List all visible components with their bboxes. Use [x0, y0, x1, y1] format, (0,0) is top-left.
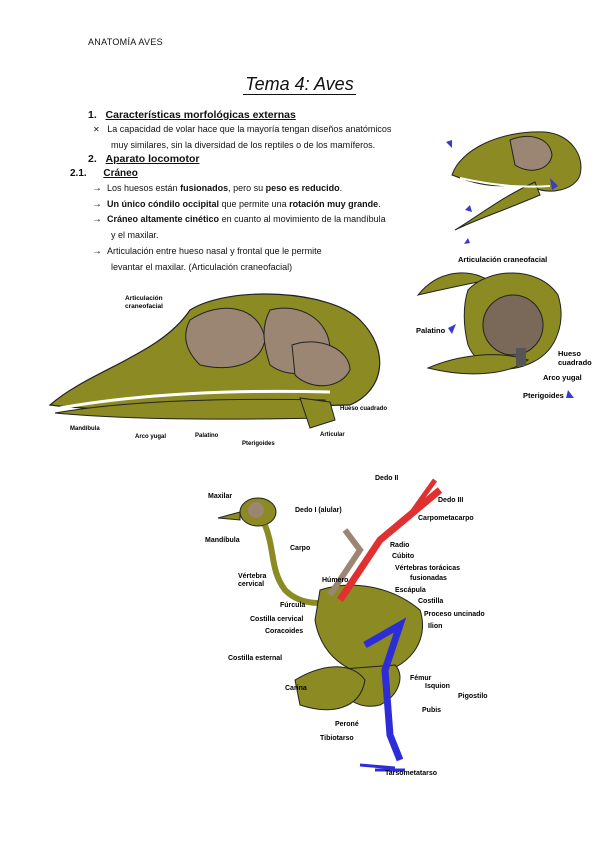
label-articular: Articular [320, 432, 345, 438]
label-humero: Húmero [322, 577, 348, 584]
label-mandibula: Mandíbula [70, 426, 100, 432]
label-carpo: Carpo [290, 545, 310, 552]
list-item: → Los huesos están fusionados, pero su p… [92, 183, 343, 194]
label-furcula: Fúrcula [280, 602, 305, 609]
label-pubis: Pubis [422, 707, 441, 714]
list-item: → Un único cóndilo occipital que permite… [92, 198, 381, 210]
document-header: ANATOMÍA AVES [88, 37, 163, 47]
label-tarsometatarso: Tarsometatarso [385, 770, 437, 777]
label-escapula: Escápula [395, 587, 426, 594]
label-costilla: Costilla [418, 598, 443, 605]
right-labeled-skull-figure: Articulación craneofacial Palatino Hueso… [416, 255, 592, 400]
page-title: Tema 4: Aves [243, 74, 356, 95]
list-item: → Articulación entre hueso nasal y front… [92, 246, 322, 257]
label-isquion: Isquion [425, 683, 450, 690]
label-vertebras-toracicas: Vértebras torácicas [395, 565, 460, 572]
label-proceso-uncinado: Proceso uncinado [424, 611, 485, 618]
large-skull-figure: Articulación craneofacial Hueso cuadrado… [48, 293, 387, 447]
label-cubito: Cúbito [392, 553, 414, 560]
label-pterigoides: Pterigoides [523, 391, 564, 400]
label-articulacion: Articulación [125, 295, 163, 302]
skull-points-list: → Los huesos están fusionados, pero su p… [92, 181, 432, 274]
label-ilion: Ilion [428, 623, 442, 630]
label-hueso-cuadrado: Hueso cuadrado [340, 406, 387, 412]
list-item: → Cráneo altamente cinético en cuanto al… [92, 214, 386, 225]
label-pterigoides: Pterigoides [242, 441, 275, 447]
label-cuadrado: cuadrado [558, 358, 592, 367]
label-femur: Fémur [410, 675, 432, 682]
label-vertebra: Vértebra [238, 573, 267, 580]
label-fusionadas: fusionadas [410, 575, 447, 582]
label-craneofacial: craneofacial [125, 303, 163, 310]
label-dedo-ii: Dedo II [375, 475, 398, 482]
label-coracoides: Coracoides [265, 628, 303, 635]
label-palatino: Palatino [195, 433, 219, 439]
label-carpometacarpo: Carpometacarpo [418, 515, 474, 522]
label-tibiotarso: Tibiotarso [320, 735, 354, 742]
label-dedo-iii: Dedo III [438, 497, 463, 504]
label-maxilar: Maxilar [208, 493, 232, 500]
label-cervical: cervical [238, 581, 264, 588]
label-mandibula: Mandíbula [205, 537, 240, 544]
section-1-bullet: ✕ La capacidad de volar hace que la mayo… [93, 124, 392, 150]
label-hueso: Hueso [558, 349, 581, 358]
label-carina: Carina [285, 685, 307, 692]
label-dedo-i: Dedo I (alular) [295, 507, 342, 514]
label-costilla-esternal: Costilla esternal [228, 655, 282, 662]
label-radio: Radio [390, 542, 409, 549]
label-costilla-cervical: Costilla cervical [250, 616, 303, 623]
label-pigostilo: Pigostilo [458, 693, 488, 700]
label-perone: Peroné [335, 721, 359, 728]
section-2-1-heading: 2.1. Cráneo [70, 168, 138, 179]
section-2-heading: 2. Aparato locomotor [88, 153, 200, 165]
top-right-skull-figure [446, 131, 582, 244]
label-arco-yugal: Arco yugal [543, 373, 582, 382]
label-arco-yugal: Arco yugal [135, 434, 166, 440]
bird-skeleton-figure: Maxilar Mandíbula Vértebra cervical Carp… [205, 475, 488, 777]
section-1-heading: 1. Características morfológicas externas [88, 109, 296, 121]
label-palatino: Palatino [416, 326, 446, 335]
label-art-craneofacial: Articulación craneofacial [458, 255, 547, 264]
